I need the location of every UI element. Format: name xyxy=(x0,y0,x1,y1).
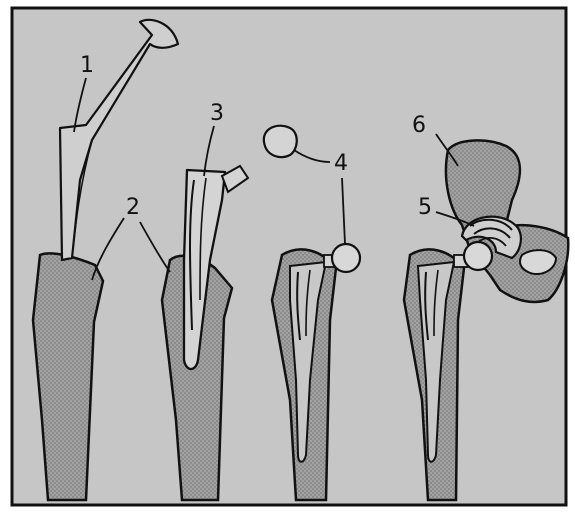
label-4: 4 xyxy=(334,151,348,176)
label-3: 3 xyxy=(210,101,224,126)
femoral-head-mounted xyxy=(332,244,360,272)
femoral-head-loose xyxy=(264,126,297,157)
femoral-head-in-cup xyxy=(464,242,492,270)
label-1: 1 xyxy=(80,53,94,78)
label-2: 2 xyxy=(126,195,140,220)
label-6: 6 xyxy=(412,113,426,138)
label-5: 5 xyxy=(418,195,432,220)
